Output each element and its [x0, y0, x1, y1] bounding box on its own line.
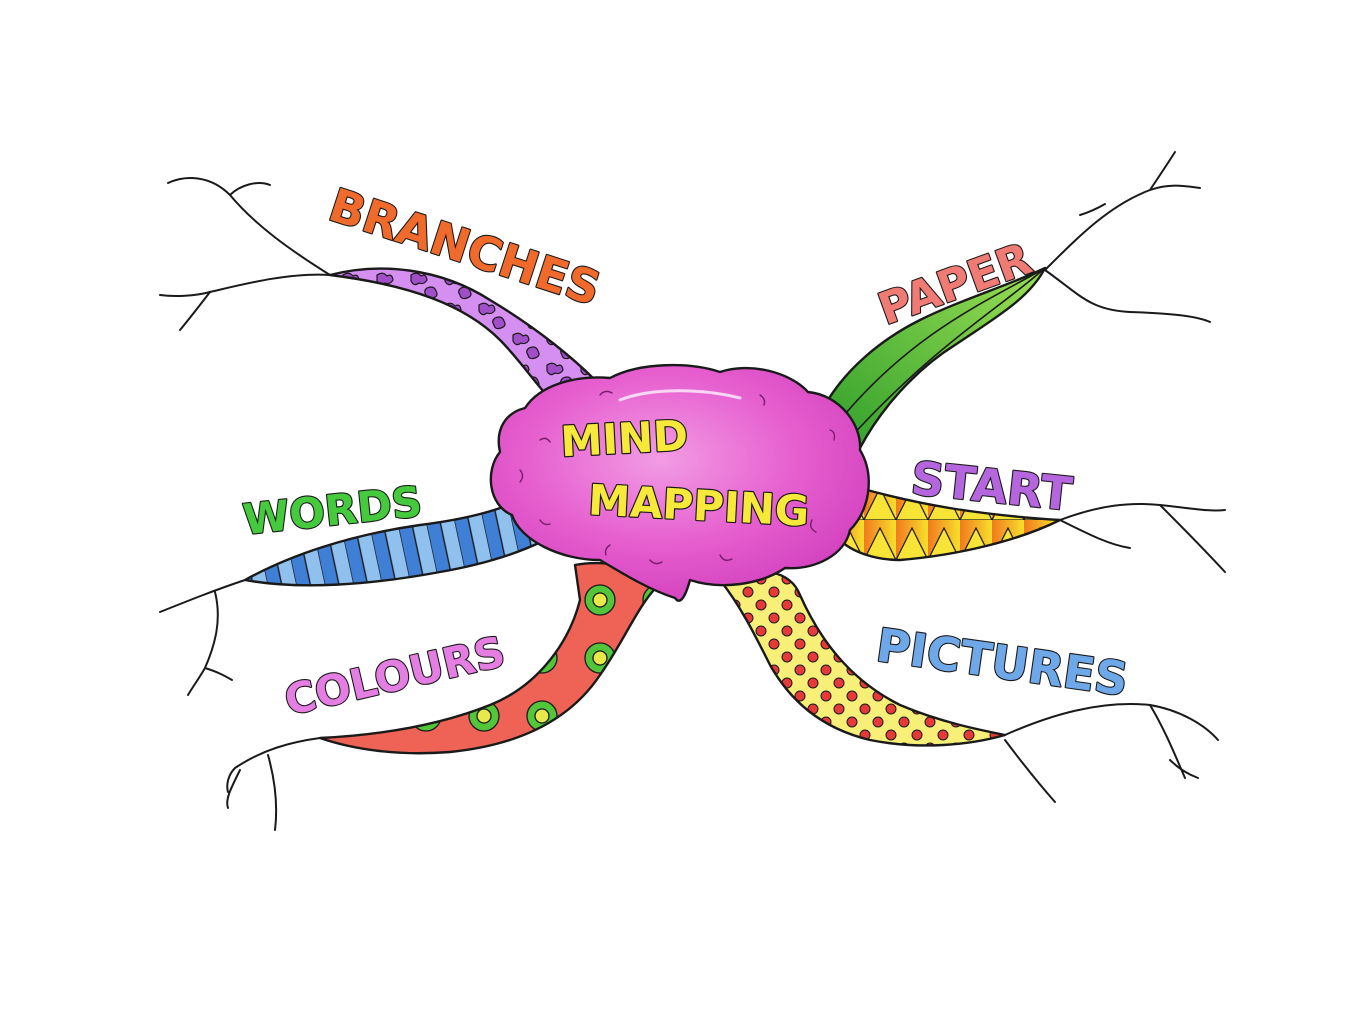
twig-words-spur	[204, 667, 233, 681]
twig-colours-spur	[226, 769, 241, 809]
twig-start-lower	[1159, 504, 1226, 573]
twig-pictures-down	[1004, 739, 1056, 803]
paper-stripe-1	[839, 267, 1046, 421]
twig-branches-upper	[167, 177, 331, 276]
twig-words-main	[159, 579, 246, 613]
twig-branches-lower	[159, 273, 331, 297]
branch-shape-pictures	[718, 570, 1007, 747]
cloud-highlight	[618, 389, 742, 402]
twig-words-down	[187, 591, 219, 696]
twig-branches-spur2	[229, 182, 271, 196]
paper-stripe-2	[849, 267, 1046, 439]
twig-colours-down	[267, 754, 278, 831]
twig-paper-spur	[1149, 151, 1176, 191]
twig-lines	[159, 151, 1226, 831]
twig-pictures-main	[1004, 703, 1219, 741]
twig-paper-spur2	[1079, 203, 1106, 216]
twig-colours-main	[226, 737, 321, 793]
central-topic: MIND MAPPING	[489, 363, 870, 602]
branch-shape-start	[838, 486, 1062, 562]
central-topic-line1: MIND	[559, 411, 689, 467]
twig-paper-lower	[1044, 269, 1211, 323]
twig-pictures-spur2	[1169, 759, 1199, 779]
twig-start-upper	[1059, 502, 1226, 521]
label-pictures: PICTURES	[873, 618, 1131, 707]
central-cloud	[489, 363, 870, 602]
twig-paper-upper	[1044, 184, 1201, 271]
cloud-texture	[519, 390, 836, 565]
twig-branches-spur	[179, 291, 211, 331]
twig-start-spur	[1059, 519, 1131, 549]
twig-pictures-spur	[1149, 704, 1186, 779]
